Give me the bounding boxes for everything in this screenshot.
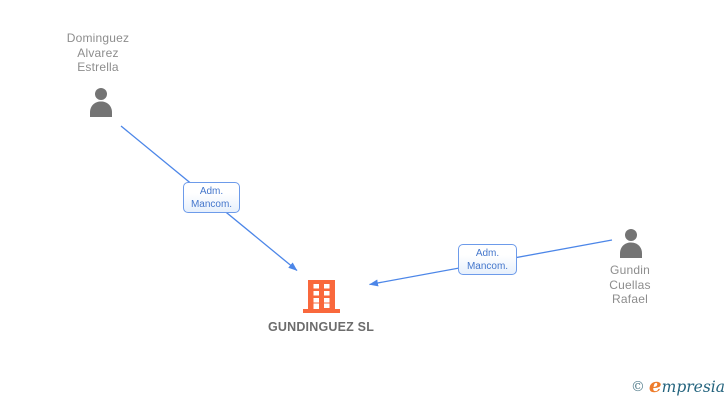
brand-name: mpresia	[661, 378, 725, 396]
person2-node[interactable]	[617, 228, 645, 258]
company-label[interactable]: GUNDINGUEZ SL	[267, 320, 375, 334]
edge2-label-line1: Adm.	[475, 247, 500, 259]
edge1-label-line1: Adm.	[199, 185, 224, 197]
person1-name-line2: Alvarez	[77, 45, 119, 60]
person2-name-line2: Cuellas	[609, 277, 651, 292]
person2-name-line3: Rafael	[612, 292, 648, 306]
company-node[interactable]	[301, 278, 342, 315]
person-icon	[620, 229, 642, 258]
copyright-icon: ©	[630, 379, 645, 395]
empresia-logo[interactable]: ©empresia	[631, 373, 725, 397]
person1-name-line3: Estrella	[77, 60, 119, 74]
edge1-label[interactable]: Adm. Mancom.	[183, 182, 240, 213]
person1-node[interactable]	[87, 87, 115, 118]
edge2-label-line2: Mancom.	[466, 260, 509, 272]
person2-name-line1: Gundin	[610, 263, 650, 277]
building-icon	[303, 280, 340, 313]
edge1-label-line2: Mancom.	[190, 198, 233, 210]
edge2-label[interactable]: Adm. Mancom.	[458, 244, 517, 275]
person-icon	[90, 88, 112, 117]
person1-name-line1: Dominguez	[66, 31, 130, 45]
person1-name[interactable]: Dominguez Alvarez Estrella	[38, 31, 158, 75]
person2-name[interactable]: Gundin Cuellas Rafael	[570, 263, 690, 307]
brand-initial: e	[648, 373, 662, 397]
